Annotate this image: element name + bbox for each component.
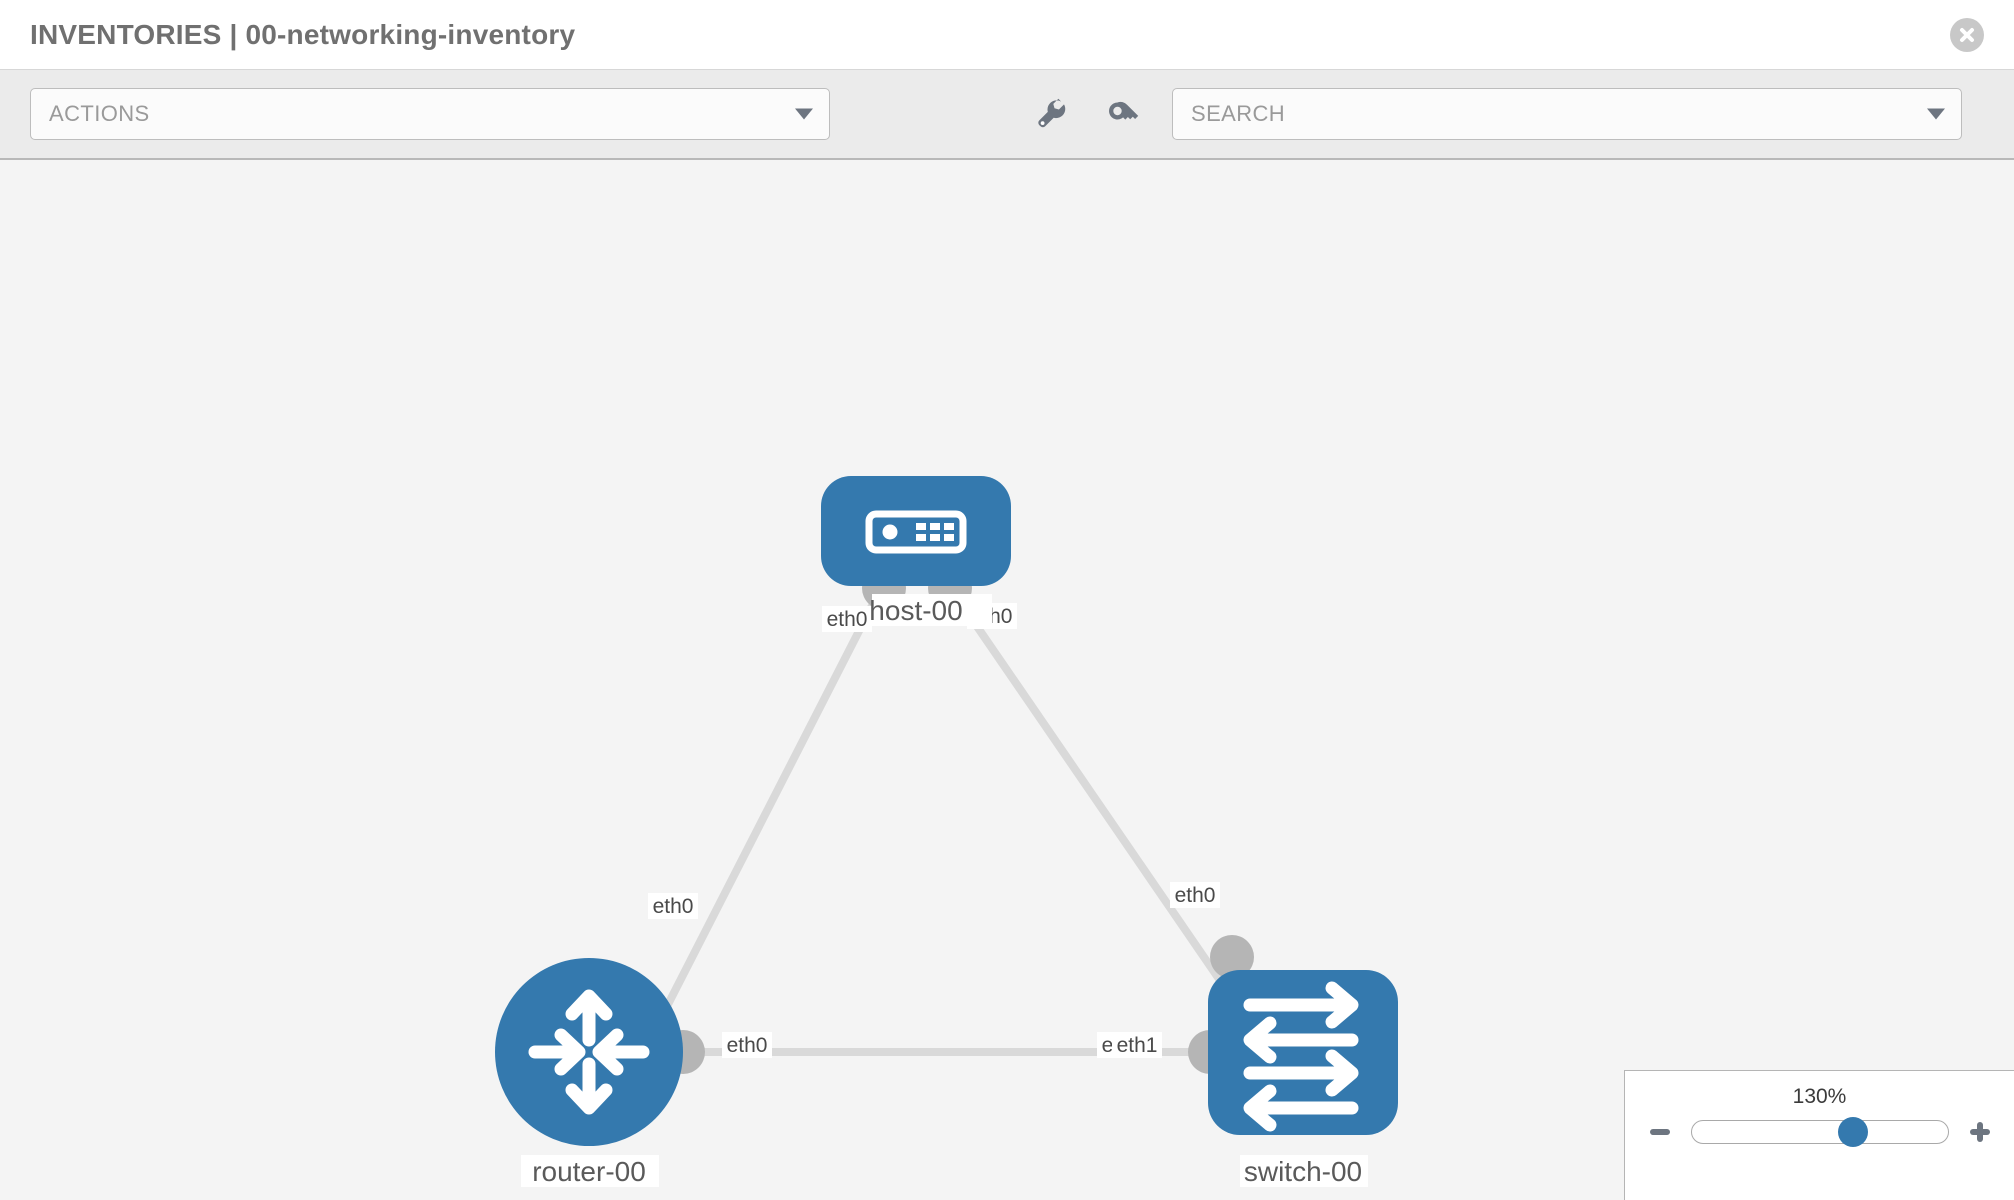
- link-label-host-eth0-left: eth0: [827, 608, 868, 631]
- actions-dropdown[interactable]: ACTIONS: [30, 88, 830, 140]
- zoom-percent-label: 130%: [1792, 1085, 1847, 1108]
- node-label-switch-00: switch-00: [1244, 1156, 1362, 1187]
- search-input-placeholder: SEARCH: [1191, 101, 1286, 126]
- router-arrows-icon: [528, 989, 650, 1115]
- zoom-slider-row: [1645, 1117, 1995, 1147]
- close-icon[interactable]: [1950, 17, 1984, 52]
- link-label-router-eth0-right: eth0: [727, 1034, 768, 1057]
- node-label-group: host-00 router-00 switch-00: [521, 594, 1368, 1187]
- link-group: [656, 587, 1234, 1056]
- page-header: INVENTORIES | 00-networking-inventory: [0, 0, 2014, 70]
- chevron-down-icon: [795, 108, 813, 120]
- zoom-slider-thumb[interactable]: [1838, 1117, 1869, 1147]
- port-switch-top[interactable]: [1210, 935, 1254, 979]
- node-router-00[interactable]: [495, 958, 683, 1146]
- node-label-router-00: router-00: [532, 1156, 646, 1187]
- chevron-down-icon: [1927, 108, 1945, 120]
- node-switch-00[interactable]: [1208, 970, 1398, 1135]
- link-label-group: eth0 eth0 eth0 eth0 eth0 eth0 eth1: [648, 603, 1220, 1058]
- topology-graph[interactable]: eth0 eth0 eth0 eth0 eth0 eth0 eth1: [0, 160, 2014, 1200]
- port-group: [661, 566, 1254, 1074]
- node-host-00[interactable]: [821, 476, 1011, 586]
- key-icon[interactable]: [1102, 93, 1144, 135]
- link-label-switch-eth1-left: eth1: [1117, 1034, 1158, 1057]
- server-device-icon: [865, 510, 967, 554]
- link-label-router-eth0-up: eth0: [653, 895, 694, 918]
- zoom-control-panel: 130%: [1624, 1070, 2014, 1200]
- zoom-slider-track[interactable]: [1690, 1117, 1949, 1147]
- search-dropdown[interactable]: SEARCH: [1172, 88, 1962, 140]
- minus-icon[interactable]: [1645, 1117, 1675, 1147]
- link-host-switch[interactable]: [948, 587, 1234, 998]
- link-host-router[interactable]: [656, 588, 884, 1022]
- toolbar-icon-group: [1030, 93, 1144, 135]
- plus-icon[interactable]: [1965, 1117, 1995, 1147]
- switch-arrows-icon: [1243, 981, 1359, 1132]
- link-label-switch-eth0-up: eth0: [1175, 884, 1216, 907]
- toolbar: ACTIONS SEARCH: [0, 70, 2014, 160]
- page-title: INVENTORIES | 00-networking-inventory: [30, 18, 576, 50]
- topology-canvas[interactable]: eth0 eth0 eth0 eth0 eth0 eth0 eth1: [0, 160, 2014, 1200]
- wrench-icon[interactable]: [1030, 93, 1072, 135]
- actions-dropdown-value: ACTIONS: [49, 101, 150, 126]
- node-label-host-00: host-00: [869, 595, 962, 626]
